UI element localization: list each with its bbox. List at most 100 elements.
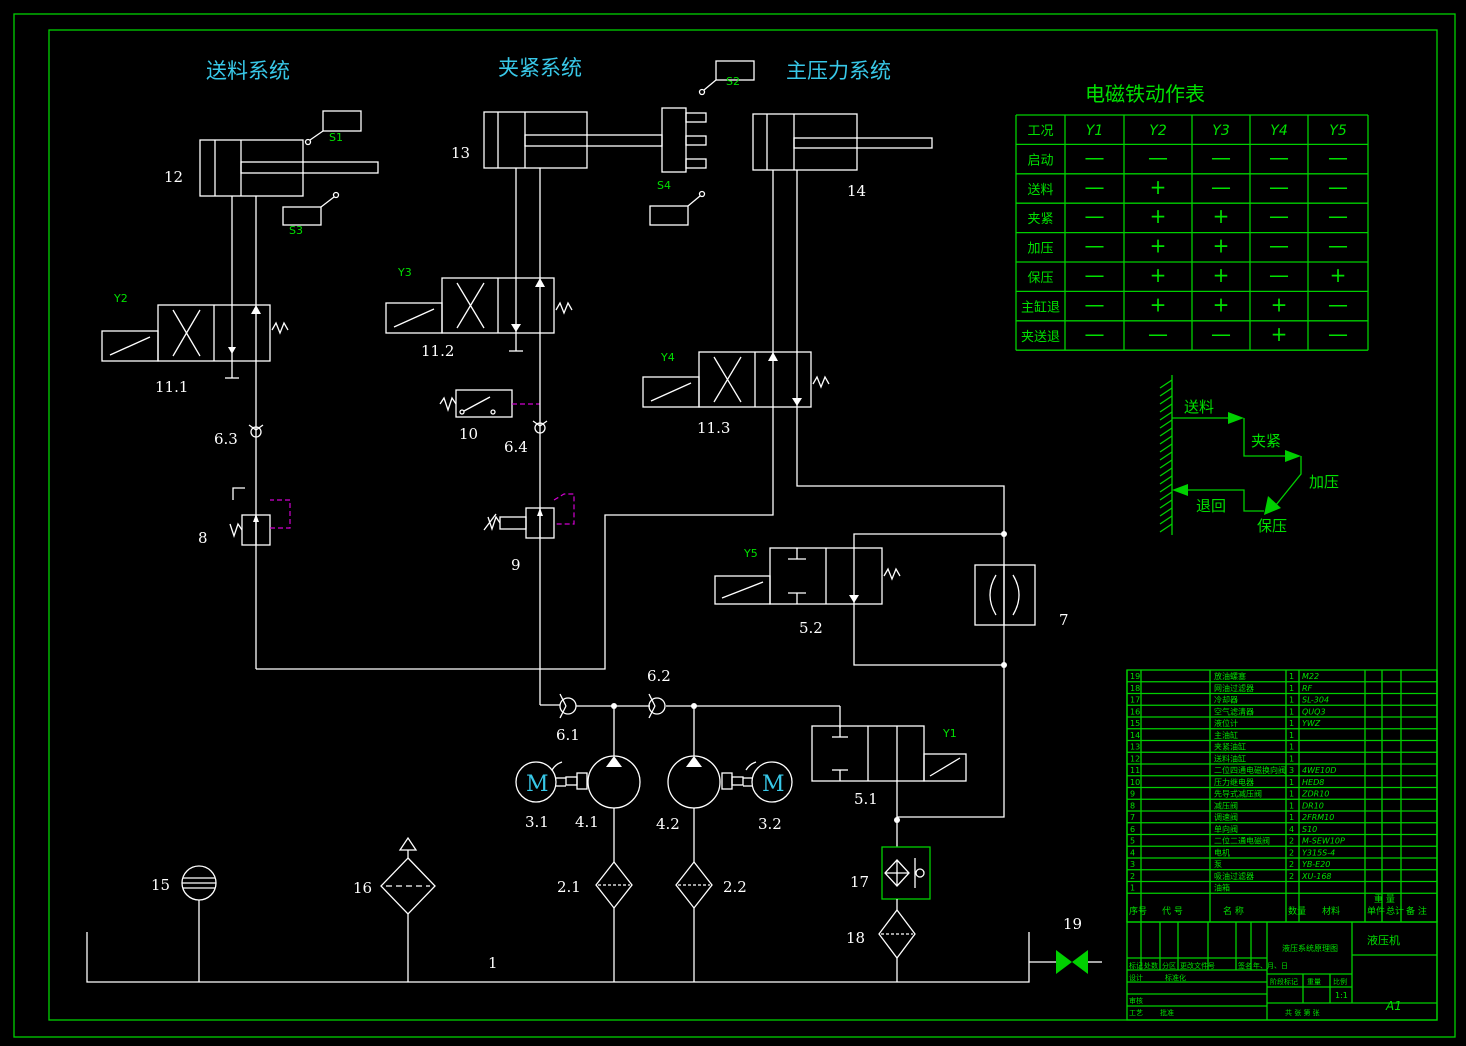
wall-hatch xyxy=(1159,483,1173,493)
title-cell: 审核 xyxy=(1129,996,1143,1005)
table-cell: — xyxy=(1085,204,1105,228)
label-6-1: 6.1 xyxy=(556,726,580,744)
scale-value: 1:1 xyxy=(1335,991,1348,1000)
bom-header-cell: 序号 xyxy=(1129,905,1147,917)
table-cell: + xyxy=(1150,175,1167,199)
table-cell: — xyxy=(1328,145,1348,169)
bom-cell-no: 6 xyxy=(1130,825,1135,834)
table-header-cell: 工况 xyxy=(1027,124,1053,139)
bom-cell-spec: DR10 xyxy=(1302,801,1324,810)
title-cell: 签名 xyxy=(1238,961,1252,970)
solenoid-table-title: 电磁铁动作表 xyxy=(1085,82,1205,106)
bom-cell-no: 1 xyxy=(1130,884,1135,893)
label-4-1: 4.1 xyxy=(575,813,599,831)
bom-cell-qty: 1 xyxy=(1289,719,1294,728)
bom-cell-name: 二位二通电磁阀 xyxy=(1214,836,1270,846)
y1-label: Y1 xyxy=(942,727,957,740)
bom-cell-no: 9 xyxy=(1130,790,1135,799)
bom-cell-no: 5 xyxy=(1130,837,1135,846)
bom-cell-name: 放油螺塞 xyxy=(1214,671,1246,681)
bom-cell-no: 12 xyxy=(1130,754,1140,763)
bom-cell-qty: 1 xyxy=(1289,790,1294,799)
motor-3-2: M xyxy=(743,761,793,803)
bom-cell-no: 16 xyxy=(1130,707,1140,716)
title-cell: 工艺 xyxy=(1129,1009,1143,1017)
bom-header-cell: 总计 xyxy=(1386,905,1404,917)
clamp-system-title: 夹紧系统 xyxy=(498,56,582,80)
drain-plug-19 xyxy=(1029,950,1102,974)
title-cell: 处数 xyxy=(1144,961,1158,970)
bom-cell-qty: 1 xyxy=(1289,684,1294,693)
bom-cell-spec: SL-304 xyxy=(1302,696,1329,705)
bom-cell-name: 网油过滤器 xyxy=(1214,683,1254,693)
bom-cell-name: 先导式减压阀 xyxy=(1214,789,1262,799)
label-11-1: 11.1 xyxy=(155,378,188,396)
bom-cell-spec: 4WE10D xyxy=(1302,766,1336,775)
table-row-label: 启动 xyxy=(1027,153,1053,168)
main-cylinder-14 xyxy=(752,113,933,171)
table-cell: — xyxy=(1328,204,1348,228)
label-5-1: 5.1 xyxy=(854,790,878,808)
bom-cell-name: 油箱 xyxy=(1214,883,1230,893)
bom-header-cell: 备 注 xyxy=(1406,905,1427,917)
title-cell: 更改文件号 xyxy=(1180,961,1215,970)
limit-switch-s1 xyxy=(304,110,362,146)
main-pressure-system-title: 主压力系统 xyxy=(786,59,891,83)
bom-cell-qty: 1 xyxy=(1289,754,1294,763)
bom-cell-no: 2 xyxy=(1130,872,1135,881)
title-cell: 设计 xyxy=(1129,973,1143,982)
valve-11-1 xyxy=(101,304,289,379)
outer-border xyxy=(13,13,1456,1038)
bom-cell-no: 19 xyxy=(1130,672,1140,681)
table-cell: — xyxy=(1269,204,1289,228)
bom-cell-name: 调速阀 xyxy=(1214,813,1238,822)
bom-cell-qty: 4 xyxy=(1289,825,1294,834)
table-cell: + xyxy=(1271,322,1288,346)
bom-header-cell: 单件 xyxy=(1367,905,1385,917)
bom-cell-spec: XU-168 xyxy=(1301,872,1332,881)
bom-cell-name: 主油缸 xyxy=(1214,730,1238,740)
return-filter-18 xyxy=(878,908,916,960)
wall-hatch xyxy=(1159,379,1173,389)
bom-cell-name: 空气滤清器 xyxy=(1214,706,1254,716)
bom-cell-no: 18 xyxy=(1130,684,1140,693)
reducing-valve-8 xyxy=(229,487,291,546)
wall-hatch xyxy=(1159,419,1173,429)
table-header-cell: Y4 xyxy=(1270,123,1287,139)
feed-cylinder-12 xyxy=(199,139,379,197)
wall-hatch xyxy=(1159,387,1173,397)
label-2-2: 2.2 xyxy=(723,878,747,896)
bom-header-cell: 数量 xyxy=(1288,905,1306,917)
bom-cell-name: 减压阀 xyxy=(1214,800,1238,810)
bom-cell-spec: 2FRM10 xyxy=(1302,813,1334,822)
bom-cell-qty: 1 xyxy=(1289,707,1294,716)
table-cell: — xyxy=(1269,145,1289,169)
label-14: 14 xyxy=(847,182,866,200)
label-6-3: 6.3 xyxy=(214,430,238,448)
label-3-1: 3.1 xyxy=(525,813,549,831)
bom-cell-spec: QUQ3 xyxy=(1302,707,1326,716)
bom-cell-name: 压力继电器 xyxy=(1214,777,1254,787)
bom-header-cell: 材料 xyxy=(1322,905,1340,917)
bom-cell-qty: 1 xyxy=(1289,813,1294,822)
wall-hatch xyxy=(1159,403,1173,413)
label-10: 10 xyxy=(459,425,478,443)
label-11-2: 11.2 xyxy=(421,342,454,360)
throttle-valve-7 xyxy=(974,564,1036,626)
table-cell: — xyxy=(1085,322,1105,346)
clamp-cylinder-13 xyxy=(483,107,707,173)
bom-cell-spec: M22 xyxy=(1302,672,1319,681)
bom-cell-spec: RF xyxy=(1302,684,1313,693)
motor-3-2-label: M xyxy=(762,772,785,797)
bom-weight-label: 重 量 xyxy=(1374,893,1395,905)
check-valve-6-1 xyxy=(559,693,577,719)
label-1: 1 xyxy=(488,954,498,972)
label-16: 16 xyxy=(353,879,372,897)
title-cell: 比例 xyxy=(1333,977,1347,986)
bom-cell-no: 10 xyxy=(1130,778,1140,787)
table-cell: + xyxy=(1150,204,1167,228)
bom-cell-no: 17 xyxy=(1130,696,1140,705)
table-header-cell: Y3 xyxy=(1212,123,1229,139)
